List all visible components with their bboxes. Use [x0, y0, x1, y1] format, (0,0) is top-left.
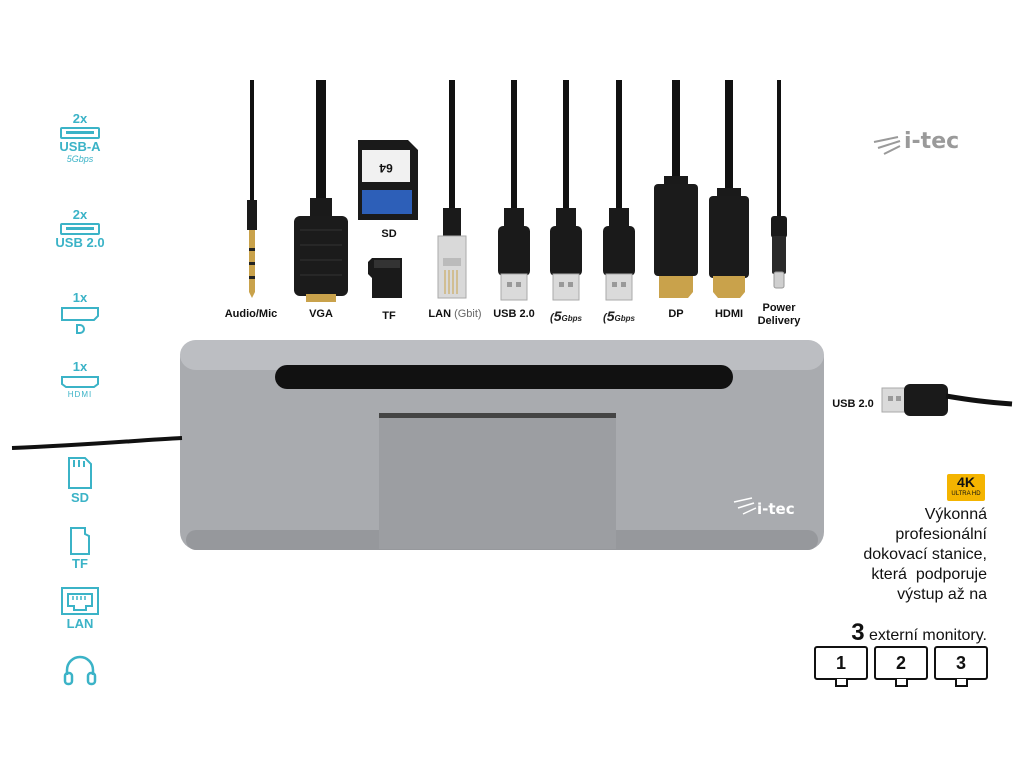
hdmi-glyph: HDMI	[67, 390, 93, 399]
sd-card-image: 64	[358, 140, 418, 220]
monitor-icon-1: 1	[814, 646, 868, 687]
monitor-icon-3: 3	[934, 646, 988, 687]
lan-cable	[437, 80, 467, 299]
usb2-count: 2x	[72, 207, 88, 222]
hdmi-cable	[709, 80, 749, 298]
dp-count: 1x	[72, 290, 88, 305]
label-hdmi: HDMI	[714, 308, 744, 320]
usba-cable-2	[603, 80, 635, 301]
4k-badge-sub: ULTRA HD	[951, 491, 981, 497]
usb20-cable	[498, 80, 530, 301]
desc-line-4: která podporuje	[871, 566, 987, 583]
sidebar-audio	[40, 652, 120, 688]
label-vga: VGA	[309, 308, 333, 320]
sidebar-dp: 1x	[40, 291, 120, 337]
label-usba-5gbps-1: (5Gbps	[550, 308, 582, 324]
hdmi-port-icon	[61, 376, 99, 388]
desc-line-1: Výkonná	[924, 506, 987, 523]
dock-left-cable	[11, 436, 183, 450]
desc-line-3: dokovací stanice,	[863, 546, 987, 563]
4k-badge: 4K ULTRA HD	[947, 474, 985, 501]
itec-swoosh-icon	[873, 136, 901, 155]
side-usb-cable	[881, 384, 1013, 416]
displayport-icon	[61, 307, 99, 334]
vga-cable	[294, 80, 348, 302]
hdmi-count: 1x	[72, 359, 88, 374]
sd-card-icon	[68, 457, 92, 489]
docking-station	[180, 340, 824, 550]
label-usba-5gbps-2: (5Gbps	[603, 308, 635, 324]
label-dp: DP	[668, 308, 684, 320]
4k-badge-main: 4K	[957, 474, 975, 490]
desc-line-2: profesionální	[895, 526, 987, 543]
tf-card-icon	[70, 527, 90, 555]
brand-name-top: i-tec	[904, 129, 960, 154]
monitor-count-line: 3 externí monitory.	[851, 619, 987, 647]
sidebar-hdmi: 1x HDMI	[40, 360, 120, 400]
lan-label: LAN	[66, 616, 94, 631]
tf-label: TF	[72, 556, 88, 571]
tf-card-image	[368, 258, 402, 298]
sidebar-lan: LAN	[40, 585, 120, 631]
sd-card-label: SD	[381, 228, 397, 240]
usb-a-port-icon	[60, 127, 100, 139]
dock-brand-name: i-tec	[757, 500, 795, 518]
label-audio-mic: Audio/Mic	[224, 308, 278, 320]
headphones-icon	[63, 655, 97, 686]
usb-2-port-icon	[60, 223, 100, 235]
desc-line-5: výstup až na	[897, 586, 987, 603]
dock-logo-swoosh-icon	[733, 497, 757, 515]
monitor-count-tail: externí monitory.	[869, 627, 987, 644]
sidebar-sd: SD	[40, 455, 120, 505]
sidebar-tf: TF	[40, 525, 120, 571]
usba-count: 2x	[72, 111, 88, 126]
label-usb20: USB 2.0	[493, 308, 535, 320]
label-lan: LAN (Gbit)	[428, 308, 482, 320]
product-description: Výkonná profesionální dokovací stanice, …	[863, 505, 987, 605]
label-side-usb20: USB 2.0	[832, 398, 874, 410]
sidebar-usb2: 2x USB 2.0	[40, 208, 120, 250]
dp-cable	[654, 80, 698, 298]
tf-card-label: TF	[382, 310, 396, 322]
ethernet-port-icon	[61, 587, 99, 615]
audio-jack-cable	[247, 80, 257, 298]
usbc-cable	[771, 80, 787, 289]
monitor-icon-2: 2	[874, 646, 928, 687]
sidebar-usba: 2x USB-A 5Gbps	[40, 111, 120, 165]
usba-speed: 5Gbps	[66, 154, 94, 164]
usb2-label: USB 2.0	[55, 235, 105, 250]
usba-label: USB-A	[59, 139, 101, 154]
monitor-count: 3	[851, 619, 865, 646]
sd-card-capacity: 64	[379, 161, 393, 175]
usba-cable-1	[550, 80, 582, 301]
sd-label: SD	[70, 490, 90, 505]
